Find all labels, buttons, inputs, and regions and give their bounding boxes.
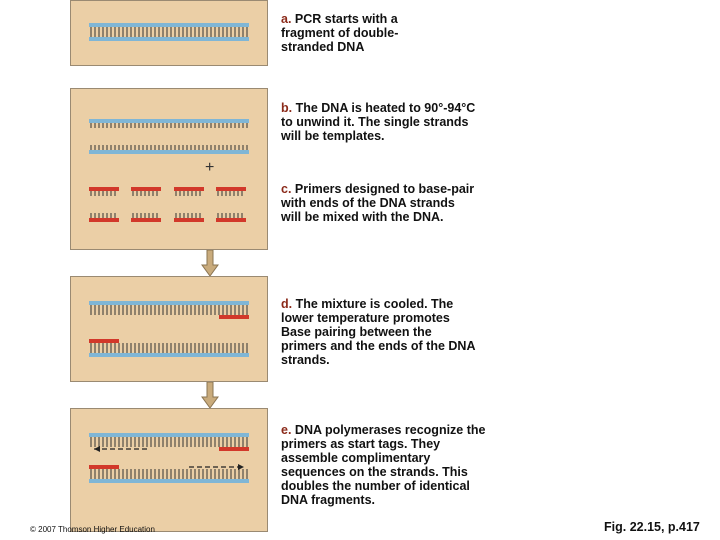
- primer: [89, 339, 119, 343]
- primer: [89, 218, 119, 222]
- step-text: PCR starts with a fragment of double-str…: [281, 12, 399, 54]
- primer: [89, 187, 119, 191]
- extension-strand-bottom: [89, 464, 317, 483]
- dna-backbone: [89, 301, 249, 305]
- dna-backbone: [89, 353, 249, 357]
- dna-backbone: [89, 150, 249, 154]
- dna-double-strand-graphic: [89, 23, 249, 41]
- dna-single-strand-bottom-graphic: [89, 145, 249, 154]
- step-text: DNA polymerases recognize the primers as…: [281, 423, 486, 507]
- primer: [174, 187, 204, 191]
- caption-step-a: a. PCR starts with a fragment of double-…: [281, 12, 431, 54]
- dna-backbone: [89, 479, 249, 483]
- primer: [131, 187, 161, 191]
- figure-reference: Fig. 22.15, p.417: [604, 520, 700, 534]
- panel-step-d: [70, 276, 268, 382]
- step-letter: a.: [281, 12, 292, 26]
- down-arrow-icon: [201, 250, 219, 276]
- annealed-strand-top-graphic: [89, 301, 249, 319]
- dna-backbone: [89, 23, 249, 27]
- step-text: The DNA is heated to 90°-94°C to unwind …: [281, 101, 476, 143]
- caption-step-e: e. DNA polymerases recognize the primers…: [281, 423, 491, 507]
- primers-row-top-graphic: [89, 187, 246, 196]
- annealed-strand-top: [89, 301, 317, 319]
- step-letter: d.: [281, 297, 293, 311]
- panel-step-bc: [70, 88, 268, 250]
- synthesis-direction-arrow: [94, 446, 100, 452]
- dna-single-strand-top: [89, 119, 317, 135]
- synthesis-direction-arrow: [238, 464, 244, 470]
- dna-backbone: [89, 37, 249, 41]
- dna-single-strand-bottom: [89, 145, 317, 161]
- primers-row-bottom: [89, 213, 317, 229]
- plus-sign: +: [205, 159, 215, 176]
- panel-step-e: [70, 408, 268, 532]
- primers-row-top: [89, 187, 317, 203]
- primer: [89, 465, 119, 469]
- dna-double-strand: [89, 23, 317, 41]
- primer: [219, 447, 249, 451]
- extension-strand-top: [89, 433, 317, 452]
- step-letter: b.: [281, 101, 293, 115]
- extension-strand-top-graphic: [89, 433, 249, 452]
- primer: [216, 218, 246, 222]
- primer: [219, 315, 249, 319]
- annealed-strand-bottom-graphic: [89, 339, 249, 357]
- copyright-notice: © 2007 Thomson Higher Education: [30, 525, 155, 534]
- caption-step-d: d. The mixture is cooled. The lower temp…: [281, 297, 481, 367]
- annealed-strand-bottom: [89, 339, 317, 357]
- panel-step-a: [70, 0, 268, 66]
- dna-backbone: [89, 119, 249, 123]
- dna-single-strand-top-graphic: [89, 119, 249, 128]
- step-text: The mixture is cooled. The lower tempera…: [281, 297, 476, 367]
- caption-step-c: c. Primers designed to base-pair with en…: [281, 182, 477, 224]
- step-letter: c.: [281, 182, 292, 196]
- primer: [216, 187, 246, 191]
- down-arrow-icon: [201, 382, 219, 408]
- primers-row-bottom-graphic: [89, 213, 246, 222]
- extension-strand-bottom-graphic: [89, 464, 249, 483]
- primer: [174, 218, 204, 222]
- step-letter: e.: [281, 423, 292, 437]
- step-text: Primers designed to base-pair with ends …: [281, 182, 475, 224]
- primer: [131, 218, 161, 222]
- caption-step-b: b. The DNA is heated to 90°-94°C to unwi…: [281, 101, 481, 143]
- dna-backbone: [89, 433, 249, 437]
